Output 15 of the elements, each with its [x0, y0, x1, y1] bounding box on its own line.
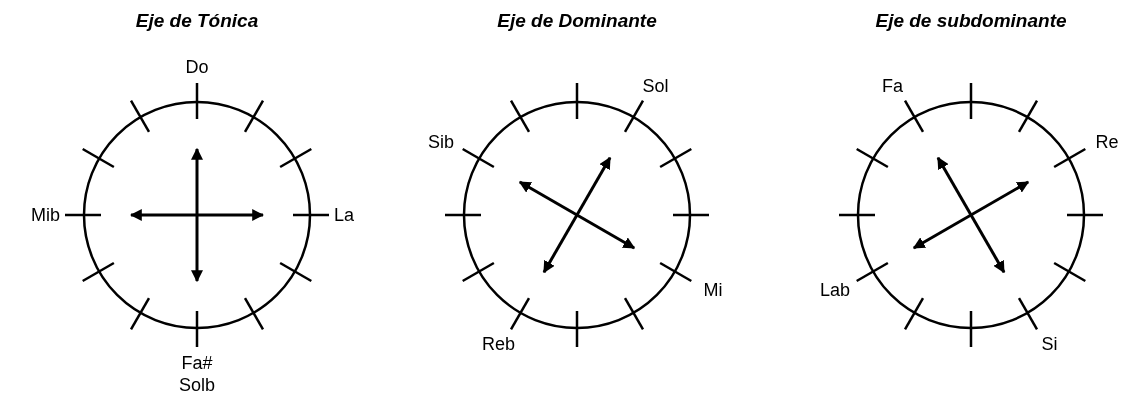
note-label: Mi — [702, 278, 724, 300]
note-label: Re — [1094, 130, 1120, 152]
axis-title: Eje de subdominante — [874, 10, 1068, 32]
note-label: Sib — [427, 130, 455, 152]
note-label: Fa# Solb — [178, 352, 216, 396]
note-label: Mib — [31, 204, 60, 226]
note-label: La — [334, 204, 355, 226]
note-label: Fa — [881, 75, 904, 98]
note-label: Do — [184, 56, 210, 78]
note-label: Lab — [819, 278, 852, 300]
note-label: Sol — [641, 75, 670, 98]
axis-title: Eje de Dominante — [496, 10, 658, 32]
note-label: Si — [1040, 332, 1059, 355]
note-label: Reb — [481, 332, 516, 355]
axis-title: Eje de Tónica — [134, 10, 260, 32]
